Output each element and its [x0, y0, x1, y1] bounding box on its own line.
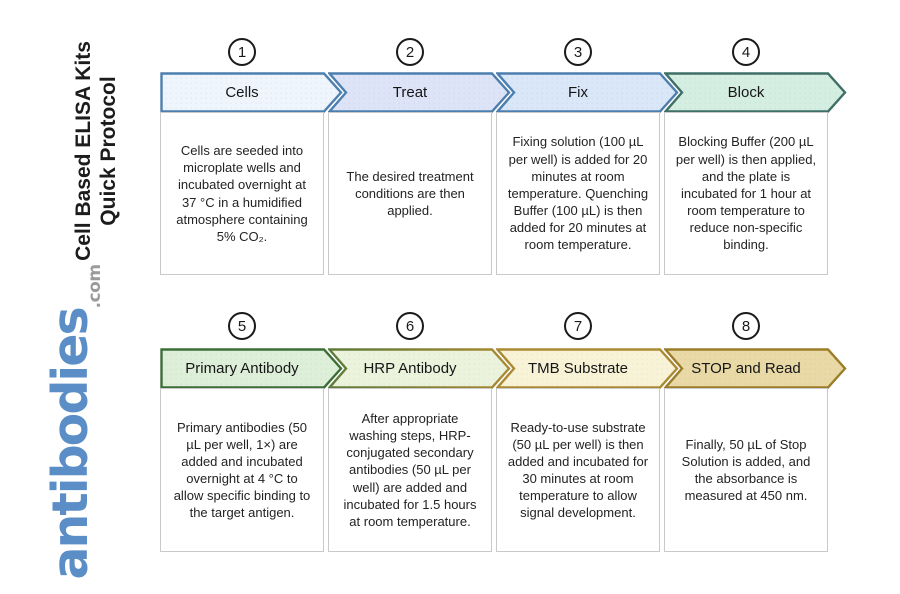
step-5-label: Primary Antibody — [185, 359, 299, 377]
step-8-description-box: Finally, 50 µL of Stop Solution is added… — [664, 388, 828, 552]
step-7-description-box: Ready-to-use substrate (50 µL per well) … — [496, 388, 660, 552]
step-8-arrow-texture — [665, 349, 845, 388]
step-2-description: The desired treatment conditions are the… — [346, 168, 474, 219]
step-3-description: Fixing solution (100 µL per well) is add… — [507, 134, 649, 253]
step-6-description: After appropriate washing steps, HRP-con… — [343, 410, 477, 529]
brand-suffix: .com — [85, 264, 105, 309]
step-1-description-box: Cells are seeded into microplate wells a… — [160, 112, 324, 275]
step-6-number: 6 — [405, 317, 415, 335]
step-6-description-box: After appropriate washing steps, HRP-con… — [328, 388, 492, 552]
page-title: Cell Based ELISA Kits Quick Protocol — [71, 31, 123, 271]
step-6-arrow — [328, 348, 511, 389]
step-6-label: HRP Antibody — [363, 359, 457, 377]
step-4-number: 4 — [741, 43, 751, 61]
step-2-arrow — [328, 72, 511, 113]
step-5-description: Primary antibodies (50 µL per well, 1×) … — [173, 419, 311, 521]
step-1-arrow-texture — [161, 73, 341, 112]
step-4-arrow-texture — [665, 73, 845, 112]
step-3-label: Fix — [568, 83, 588, 101]
step-7-number-badge: 7 — [564, 312, 592, 340]
step-7-label: TMB Substrate — [527, 359, 629, 377]
step-2-label: Treat — [392, 83, 428, 101]
step-6-arrow-texture — [329, 349, 509, 388]
step-3-description-box: Fixing solution (100 µL per well) is add… — [496, 112, 660, 275]
step-1-number: 1 — [237, 43, 247, 61]
step-1-label: Cells — [225, 83, 259, 101]
step-3-number: 3 — [573, 43, 583, 61]
step-5-description-box: Primary antibodies (50 µL per well, 1×) … — [160, 388, 324, 552]
step-8-number: 8 — [741, 317, 751, 335]
page-title-line-1: Cell Based ELISA Kits — [72, 41, 96, 261]
step-1-arrow — [160, 72, 343, 113]
step-8-label: STOP and Read — [691, 359, 801, 377]
step-3-arrow-texture — [497, 73, 677, 112]
step-4-description: Blocking Buffer (200 µL per well) is the… — [675, 134, 817, 253]
step-4-label: Block — [727, 83, 765, 101]
step-6-number-badge: 6 — [396, 312, 424, 340]
step-2-description-box: The desired treatment conditions are the… — [328, 112, 492, 275]
step-8-description: Finally, 50 µL of Stop Solution is added… — [681, 436, 811, 504]
step-4-arrow — [664, 72, 847, 113]
step-7-arrow — [496, 348, 679, 389]
step-2-arrow-texture — [329, 73, 509, 112]
step-1-description: Cells are seeded into microplate wells a… — [176, 143, 308, 244]
step-5-number: 5 — [237, 317, 247, 335]
step-3-arrow — [496, 72, 679, 113]
step-8-number-badge: 8 — [732, 312, 760, 340]
step-2-number: 2 — [405, 43, 415, 61]
brand-logo: antibodies .com — [42, 264, 130, 580]
step-4-number-badge: 4 — [732, 38, 760, 66]
step-7-number: 7 — [573, 317, 583, 335]
step-5-number-badge: 5 — [228, 312, 256, 340]
step-7-arrow-texture — [497, 349, 677, 388]
page-title-line-2: Quick Protocol — [97, 76, 120, 226]
step-4-description-box: Blocking Buffer (200 µL per well) is the… — [664, 112, 828, 275]
step-1-number-badge: 1 — [228, 38, 256, 66]
brand-name: antibodies — [42, 308, 99, 580]
step-3-number-badge: 3 — [564, 38, 592, 66]
step-5-arrow-texture — [161, 349, 341, 388]
step-5-arrow — [160, 348, 343, 389]
step-2-number-badge: 2 — [396, 38, 424, 66]
step-8-arrow — [664, 348, 847, 389]
step-7-description: Ready-to-use substrate (50 µL per well) … — [507, 419, 649, 521]
